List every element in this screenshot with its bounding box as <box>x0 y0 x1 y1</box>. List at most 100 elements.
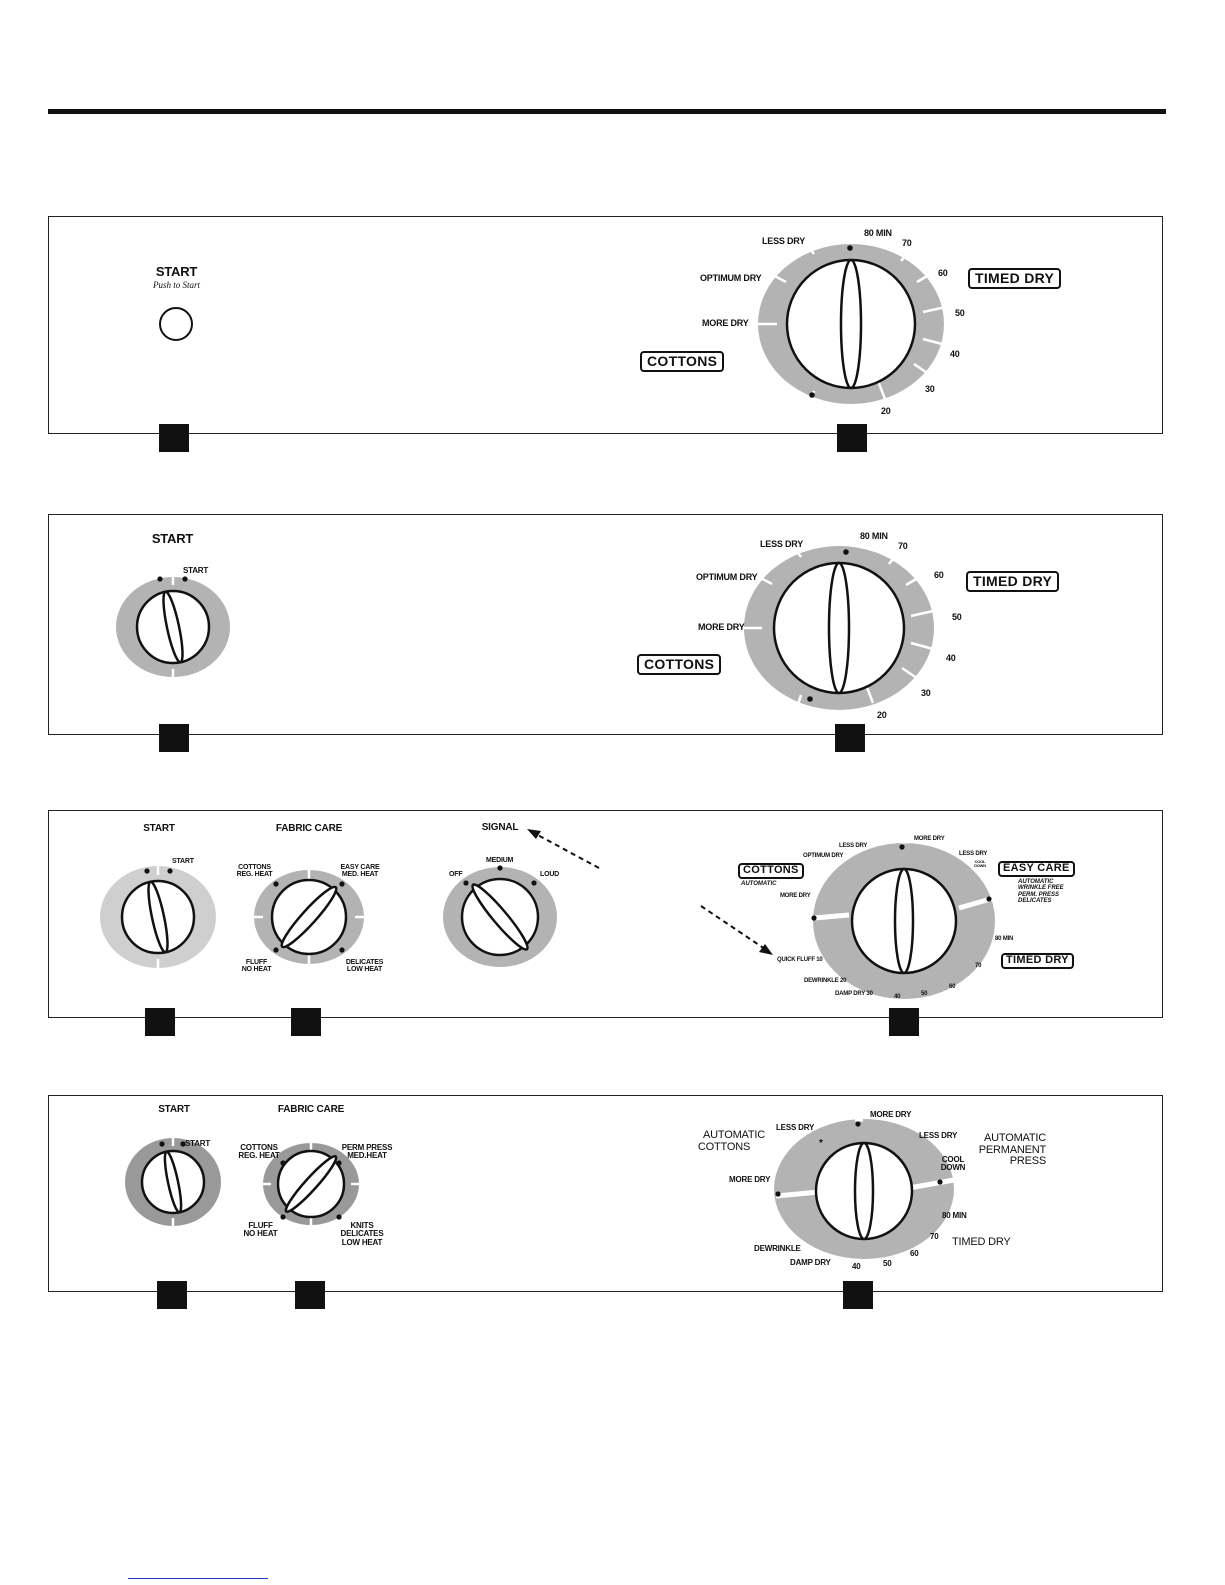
fabric-care-dial[interactable] <box>254 870 364 964</box>
fabric-fluff-label: FLUFF <box>245 959 268 966</box>
cycle-selector-dial-3[interactable] <box>811 838 995 999</box>
fabric-knits-sub2: LOW HEAT <box>341 1237 383 1247</box>
label-60: 60 <box>910 1249 919 1258</box>
callout-marker <box>145 1008 175 1036</box>
fabric-fluff: FLUFF NO HEAT <box>234 959 279 974</box>
start-dial-label: START <box>185 1139 211 1148</box>
label-cool: COOL <box>974 859 986 864</box>
control-panel-4: START START FABRIC CARE COTTONS REG. HEA… <box>48 1095 1163 1292</box>
panel-3-graphics <box>100 829 995 999</box>
panel-4-graphics <box>125 1116 955 1259</box>
easy-care-sub-3: PERM. PRESS <box>1018 891 1060 898</box>
start-dial[interactable] <box>100 865 216 969</box>
cycle-selector-dial-2[interactable] <box>744 542 934 712</box>
label-damp-dry: DAMP DRY 30 <box>835 991 873 997</box>
easy-care-sub-1: AUTOMATIC <box>1018 879 1054 885</box>
fabric-perm-press-sub: MED.HEAT <box>347 1151 387 1161</box>
label-less-dry: LESS DRY <box>762 236 806 246</box>
label-50: 50 <box>921 991 928 997</box>
label-quick-fluff: QUICK FLUFF 10 <box>777 957 823 963</box>
fabric-knits: KNITS DELICATES LOW HEAT <box>337 1221 387 1247</box>
dial-pointer <box>839 258 863 390</box>
start-dial-label: START <box>172 858 194 865</box>
start-dial-pointer <box>162 590 184 664</box>
start-push-button[interactable] <box>159 307 193 341</box>
cottons-box: COTTONS <box>637 654 722 675</box>
easy-care-sub-4: DELICATES <box>1018 897 1052 904</box>
fabric-fluff-sub: NO HEAT <box>243 1229 278 1239</box>
automatic-cottons-2: COTTONS <box>697 1140 751 1153</box>
fabric-fluff: FLUFF NO HEAT <box>238 1221 283 1239</box>
start-title: START <box>155 264 198 279</box>
footer-link-underline[interactable] <box>128 1578 268 1579</box>
label-more-dry-left: MORE DRY <box>729 1175 771 1184</box>
automatic-permanent-press-2: PERMANENT <box>978 1143 1046 1156</box>
cycle-selector-dial-4[interactable] <box>774 1116 955 1259</box>
dial-dot <box>809 392 815 398</box>
fabric-cottons-label: COTTONS <box>240 1143 278 1152</box>
label-70: 70 <box>902 238 912 248</box>
label-30: 30 <box>921 688 931 698</box>
label-more-dry-left: MORE DRY <box>780 893 811 899</box>
panel-2-graphics <box>116 542 934 712</box>
start-title: START <box>158 1104 190 1115</box>
label-less-dry: LESS DRY <box>760 539 804 549</box>
fabric-easy-care: EASY CARE MED. HEAT <box>335 864 385 879</box>
automatic-cottons: AUTOMATIC COTTONS <box>694 1129 774 1153</box>
label-down: DOWN <box>940 1163 966 1173</box>
label-40: 40 <box>950 349 960 359</box>
callout-marker <box>159 424 189 452</box>
signal-title: SIGNAL <box>481 822 519 833</box>
label-more-dry: MORE DRY <box>698 622 745 632</box>
automatic-permanent-press-1: AUTOMATIC <box>984 1132 1046 1144</box>
label-less-dry-left: LESS DRY <box>776 1123 815 1132</box>
signal-off: OFF <box>449 871 463 878</box>
start-dial[interactable] <box>116 575 230 679</box>
fabric-cottons: COTTONS REG. HEAT <box>232 864 277 879</box>
control-panel-2: START START LESS DRY OPTIMUM DRY MORE DR… <box>48 514 1163 735</box>
fabric-cottons: COTTONS REG. HEAT <box>234 1143 284 1161</box>
start-title: START <box>151 531 194 546</box>
label-more-dry: MORE DRY <box>702 318 749 328</box>
fabric-knits-label: KNITS <box>350 1221 374 1230</box>
label-50: 50 <box>952 612 962 622</box>
control-panel-3: START START FABRIC CARE COTTONS REG. HEA… <box>48 810 1163 1018</box>
label-less-dry-right: LESS DRY <box>959 851 988 857</box>
fabric-easy-care-label: EASY CARE <box>340 864 380 871</box>
label-20: 20 <box>877 710 887 720</box>
start-title: START <box>143 823 175 834</box>
label-70: 70 <box>898 541 908 551</box>
cycle-selector-dial-1[interactable] <box>756 239 947 408</box>
easy-care-sub-2: WRINKLE FREE <box>1018 885 1064 892</box>
label-less-dry-left: LESS DRY <box>839 843 868 849</box>
signal-dial[interactable] <box>443 865 557 967</box>
dial-pointer <box>827 561 851 695</box>
timed-dry-box: TIMED DRY <box>966 571 1060 592</box>
indicator-arrow <box>527 829 773 955</box>
callout-marker <box>291 1008 321 1036</box>
signal-loud: LOUD <box>540 871 560 878</box>
start-dial-label: START <box>183 566 209 575</box>
label-50: 50 <box>955 308 965 318</box>
label-70: 70 <box>930 1232 939 1241</box>
label-70: 70 <box>975 963 982 969</box>
top-rule <box>48 109 1166 114</box>
timed-dry-box: TIMED DRY <box>1001 953 1074 969</box>
fabric-care-dial[interactable] <box>263 1143 359 1225</box>
timed-dry-label: TIMED DRY <box>952 1236 1011 1248</box>
start-dial[interactable] <box>125 1138 221 1226</box>
automatic-permanent-press: AUTOMATIC PERMANENT PRESS <box>964 1132 1046 1168</box>
label-50: 50 <box>883 1259 892 1268</box>
panel-1-graphics <box>159 239 947 408</box>
label-30: 30 <box>925 384 935 394</box>
label-more-dry-right: MORE DRY <box>870 1110 912 1119</box>
control-panel-1: START Push to Start LESS DRY OPTIMUM DRY… <box>48 216 1163 434</box>
label-dewrinkle: DEWRINKLE <box>754 1244 801 1253</box>
label-80-min: 80 MIN <box>942 1211 967 1220</box>
fabric-fluff-sub: NO HEAT <box>241 966 272 974</box>
star-marker: * <box>819 1138 823 1149</box>
fabric-care-title: FABRIC CARE <box>277 1104 345 1115</box>
label-20: 20 <box>881 406 891 416</box>
callout-marker <box>889 1008 919 1036</box>
dial-ticks <box>756 239 947 408</box>
